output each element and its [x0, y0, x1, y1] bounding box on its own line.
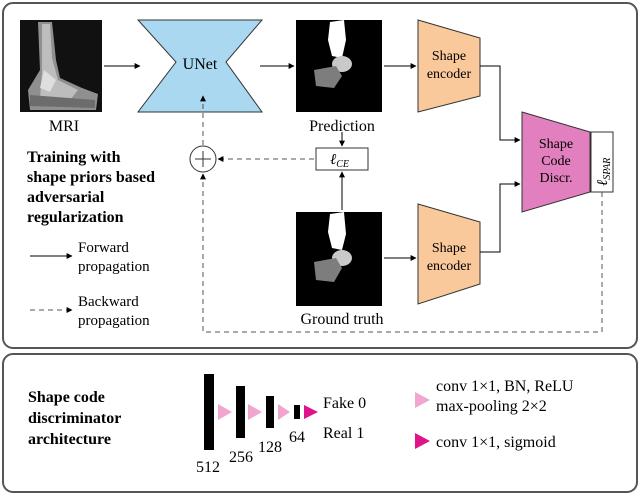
discriminator-line2: Code [541, 154, 571, 169]
output-fake-label: Fake 0 [323, 395, 366, 412]
legend-conv-block-line2: max-pooling 2×2 [436, 398, 547, 415]
backward-arrows [200, 95, 603, 333]
channel-label-64: 64 [289, 429, 305, 446]
architecture-heading-line1: Shape code [28, 389, 105, 406]
discriminator-line1: Shape [539, 137, 573, 152]
legend-final-triangle [415, 433, 430, 449]
layer-bar-256 [236, 386, 245, 438]
shape-code-discriminator [521, 111, 591, 213]
forward-arrows [104, 63, 521, 261]
layer-bar-64 [294, 405, 300, 419]
discriminator-line3: Discr. [539, 171, 572, 186]
output-real-label: Real 1 [323, 425, 364, 442]
channel-label-128: 128 [258, 439, 282, 456]
shape-encoder-top [417, 19, 481, 113]
legend-conv-block-line1: conv 1×1, BN, ReLU [436, 378, 574, 395]
training-heading-line3: adversarial [27, 189, 105, 206]
shape-encoder-bottom-line2: encoder [427, 259, 472, 274]
channel-label-512: 512 [196, 459, 220, 476]
top-panel-frame [2, 2, 638, 349]
bottom-panel-frame [2, 353, 638, 493]
backward-legend-line2: propagation [78, 313, 150, 329]
unet-label: UNet [183, 56, 218, 73]
backward-legend-line1: Backward [78, 294, 139, 310]
channel-label-256: 256 [229, 449, 253, 466]
architecture-heading-line2: discriminator [28, 410, 121, 427]
forward-legend-line1: Forward [78, 240, 129, 256]
shape-encoder-top-line2: encoder [427, 67, 472, 82]
ground-truth-label: Ground truth [300, 311, 383, 328]
shape-encoder-bottom [417, 203, 481, 305]
conv-block-triangle [278, 404, 290, 420]
conv-block-triangle [248, 404, 262, 420]
training-heading-line2: shape priors based [27, 169, 155, 186]
final-conv-triangle [304, 405, 318, 419]
ground-truth-image [296, 212, 382, 306]
training-heading-line1: Training with [27, 149, 121, 166]
prediction-image [296, 20, 382, 112]
shape-encoder-top-line1: Shape [432, 49, 466, 64]
sum-node [189, 145, 217, 173]
training-heading-line4: regularization [27, 209, 124, 226]
prediction-label: Prediction [309, 118, 375, 135]
forward-legend-line2: propagation [78, 259, 150, 275]
unet-block [136, 19, 264, 113]
legend-final-label: conv 1×1, sigmoid [436, 434, 556, 451]
shape-encoder-bottom-line1: Shape [432, 241, 466, 256]
layer-bar-512 [204, 374, 214, 450]
architecture-heading-line3: architecture [28, 431, 111, 448]
spar-loss-label: ℓSPAR [595, 158, 613, 186]
layer-bar-128 [266, 396, 274, 428]
ce-loss-box [315, 147, 369, 171]
legend-conv-block-triangle [415, 392, 430, 408]
ce-loss-label: ℓCE [330, 152, 349, 170]
mri-image [20, 20, 102, 112]
mri-label: MRI [49, 118, 79, 135]
conv-block-triangle [218, 404, 232, 420]
